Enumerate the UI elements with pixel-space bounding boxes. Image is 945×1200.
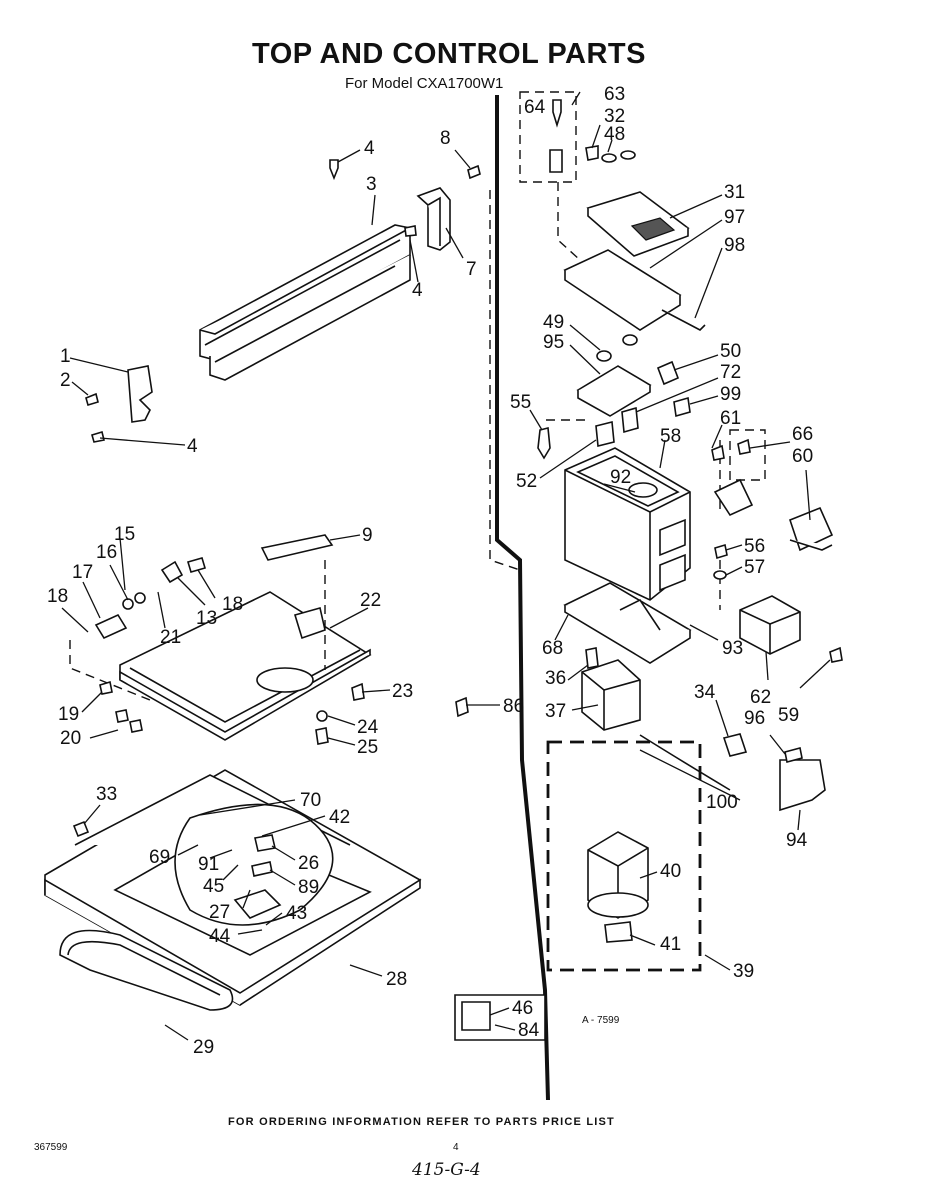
callout-36: 36 bbox=[545, 668, 566, 689]
callout-94: 94 bbox=[786, 830, 808, 851]
callout-44: 44 bbox=[209, 926, 231, 947]
page-number: 4 bbox=[453, 1142, 459, 1153]
callout-46: 46 bbox=[512, 998, 533, 1019]
callout-19: 19 bbox=[58, 704, 79, 725]
callout-16: 16 bbox=[96, 542, 117, 563]
callout-64: 64 bbox=[524, 97, 546, 118]
callout-21: 21 bbox=[160, 627, 181, 648]
section-divider bbox=[489, 95, 550, 1101]
callout-15: 15 bbox=[114, 524, 135, 545]
callout-69: 69 bbox=[149, 847, 170, 868]
upper-right-assembly bbox=[519, 91, 706, 331]
callout-9: 9 bbox=[362, 525, 373, 546]
control-box-assembly bbox=[563, 429, 843, 664]
callout-97: 97 bbox=[724, 207, 745, 228]
callout-40: 40 bbox=[660, 861, 681, 882]
transformer-assembly bbox=[454, 647, 826, 1041]
callout-labels: 64 63 32 48 31 97 98 8 4 3 7 4 1 2 4 49 … bbox=[47, 84, 813, 1058]
callout-89: 89 bbox=[298, 877, 319, 898]
callout-33: 33 bbox=[96, 784, 117, 805]
callout-8: 8 bbox=[440, 128, 451, 149]
callout-13: 13 bbox=[196, 608, 217, 629]
callout-7: 7 bbox=[466, 259, 477, 280]
page-title: TOP AND CONTROL PARTS bbox=[252, 38, 646, 70]
callout-86: 86 bbox=[503, 696, 524, 717]
callout-59: 59 bbox=[778, 705, 799, 726]
callout-95: 95 bbox=[543, 332, 564, 353]
callout-42: 42 bbox=[329, 807, 350, 828]
callout-55: 55 bbox=[510, 392, 531, 413]
callout-4-c: 4 bbox=[187, 436, 198, 457]
control-panel-assembly bbox=[69, 534, 372, 745]
callout-43: 43 bbox=[286, 903, 307, 924]
callout-17: 17 bbox=[72, 562, 93, 583]
callout-62: 62 bbox=[750, 687, 771, 708]
callout-27: 27 bbox=[209, 902, 230, 923]
callout-91: 91 bbox=[198, 854, 219, 875]
callout-1: 1 bbox=[60, 346, 71, 367]
callout-24: 24 bbox=[357, 717, 379, 738]
drawing-code: A - 7599 bbox=[582, 1015, 620, 1026]
callout-18-b: 18 bbox=[222, 594, 243, 615]
callout-57: 57 bbox=[744, 557, 765, 578]
switch-bracket-assembly bbox=[537, 334, 691, 460]
callout-20: 20 bbox=[60, 728, 81, 749]
callout-92: 92 bbox=[610, 467, 631, 488]
callout-60: 60 bbox=[792, 446, 813, 467]
callout-98: 98 bbox=[724, 235, 745, 256]
callout-52: 52 bbox=[516, 471, 537, 492]
callout-34: 34 bbox=[694, 682, 716, 703]
callout-41: 41 bbox=[660, 934, 681, 955]
callout-50: 50 bbox=[720, 341, 741, 362]
callout-48: 48 bbox=[604, 124, 625, 145]
document-number: 367599 bbox=[34, 1142, 68, 1153]
callout-56: 56 bbox=[744, 536, 765, 557]
callout-3: 3 bbox=[366, 174, 377, 195]
callout-49: 49 bbox=[543, 312, 564, 333]
model-subtitle: For Model CXA1700W1 bbox=[345, 75, 504, 92]
callout-25: 25 bbox=[357, 737, 378, 758]
callout-4-b: 4 bbox=[412, 280, 423, 301]
callout-31: 31 bbox=[724, 182, 745, 203]
callout-93: 93 bbox=[722, 638, 743, 659]
callout-28: 28 bbox=[386, 969, 407, 990]
callout-45: 45 bbox=[203, 876, 224, 897]
callout-32: 32 bbox=[604, 106, 625, 127]
callout-4-a: 4 bbox=[364, 138, 375, 159]
callout-61: 61 bbox=[720, 408, 741, 429]
callout-29: 29 bbox=[193, 1037, 214, 1058]
callout-23: 23 bbox=[392, 681, 413, 702]
callout-58: 58 bbox=[660, 426, 681, 447]
callout-70: 70 bbox=[300, 790, 321, 811]
callout-66: 66 bbox=[792, 424, 813, 445]
callout-96: 96 bbox=[744, 708, 765, 729]
callout-2: 2 bbox=[60, 370, 71, 391]
callout-26: 26 bbox=[298, 853, 319, 874]
callout-68: 68 bbox=[542, 638, 563, 659]
callout-84: 84 bbox=[518, 1020, 540, 1041]
callout-39: 39 bbox=[733, 961, 754, 982]
callout-63: 63 bbox=[604, 84, 625, 105]
callout-72: 72 bbox=[720, 362, 741, 383]
handwritten-note: 415-G-4 bbox=[412, 1160, 481, 1180]
callout-22: 22 bbox=[360, 590, 381, 611]
callout-18-a: 18 bbox=[47, 586, 68, 607]
top-rail-assembly bbox=[85, 159, 481, 443]
callout-37: 37 bbox=[545, 701, 566, 722]
callout-99: 99 bbox=[720, 384, 741, 405]
cabinet-top-assembly bbox=[44, 769, 422, 1011]
ordering-info-footer: FOR ORDERING INFORMATION REFER TO PARTS … bbox=[228, 1116, 615, 1128]
callout-100: 100 bbox=[706, 792, 738, 813]
leader-lines bbox=[61, 91, 831, 1041]
